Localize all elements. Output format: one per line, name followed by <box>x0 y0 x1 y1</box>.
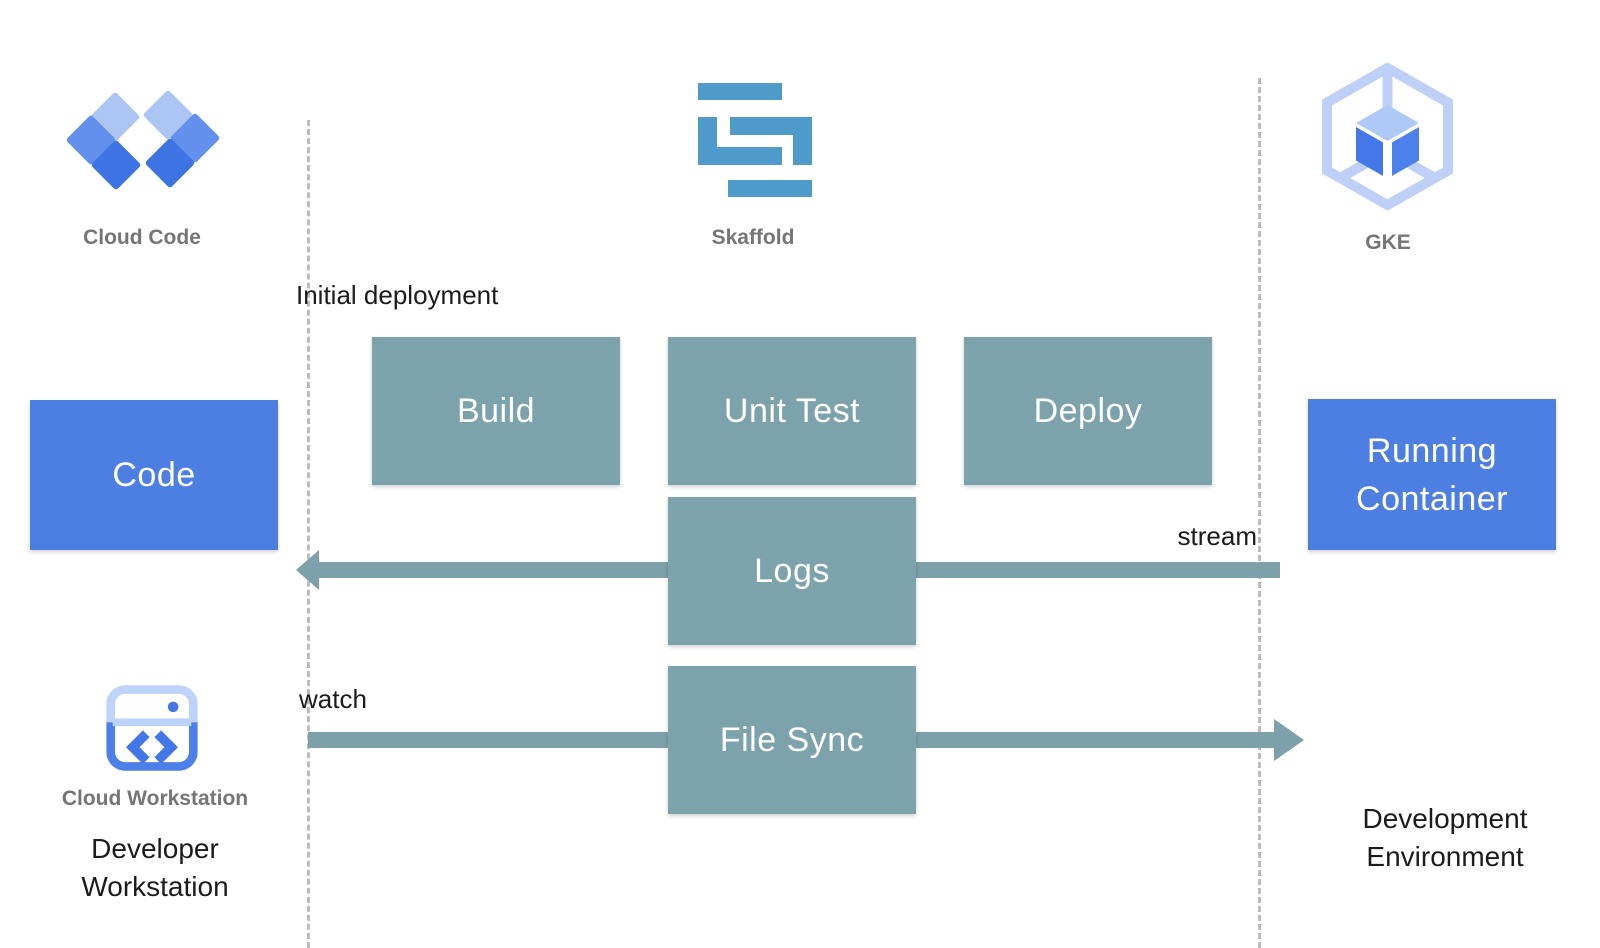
cloud-workstation-label: Cloud Workstation <box>61 787 249 810</box>
build-box-label: Build <box>456 392 536 430</box>
cloud-workstation-icon <box>104 680 200 781</box>
cloud-code-icon <box>65 89 221 191</box>
zone-divider-right <box>1258 78 1261 948</box>
unit-test-box-label: Unit Test <box>723 392 861 430</box>
deploy-box-label: Deploy <box>1033 392 1143 430</box>
initial-deployment-label: Initial deployment <box>296 280 499 310</box>
skaffold-icon <box>698 83 812 202</box>
gke-icon <box>1322 62 1453 215</box>
development-environment-label: Development Environment <box>1362 803 1528 872</box>
zone-divider-left <box>307 120 310 948</box>
code-box-label: Code <box>112 456 196 494</box>
deploy-box: Deploy <box>964 337 1212 485</box>
cloud-code-label: Cloud Code <box>83 226 201 249</box>
logs-stream-arrowhead-left <box>296 550 319 590</box>
file-sync-arrowhead-right <box>1274 719 1304 761</box>
logs-box-label: Logs <box>754 552 830 590</box>
file-sync-box: File Sync <box>668 666 916 814</box>
unit-test-box: Unit Test <box>668 337 916 485</box>
skaffold-label: Skaffold <box>711 226 795 249</box>
file-sync-box-label: File Sync <box>719 721 865 759</box>
logs-box: Logs <box>668 497 916 645</box>
stream-label: stream <box>1177 521 1257 551</box>
build-box: Build <box>372 337 620 485</box>
running-container-box-label: Running Container <box>1356 431 1508 518</box>
running-container-box: Running Container <box>1308 399 1556 550</box>
code-box: Code <box>30 400 278 550</box>
gke-label: GKE <box>1365 231 1411 254</box>
developer-workstation-label: Developer Workstation <box>81 833 229 902</box>
watch-label: watch <box>299 684 367 714</box>
